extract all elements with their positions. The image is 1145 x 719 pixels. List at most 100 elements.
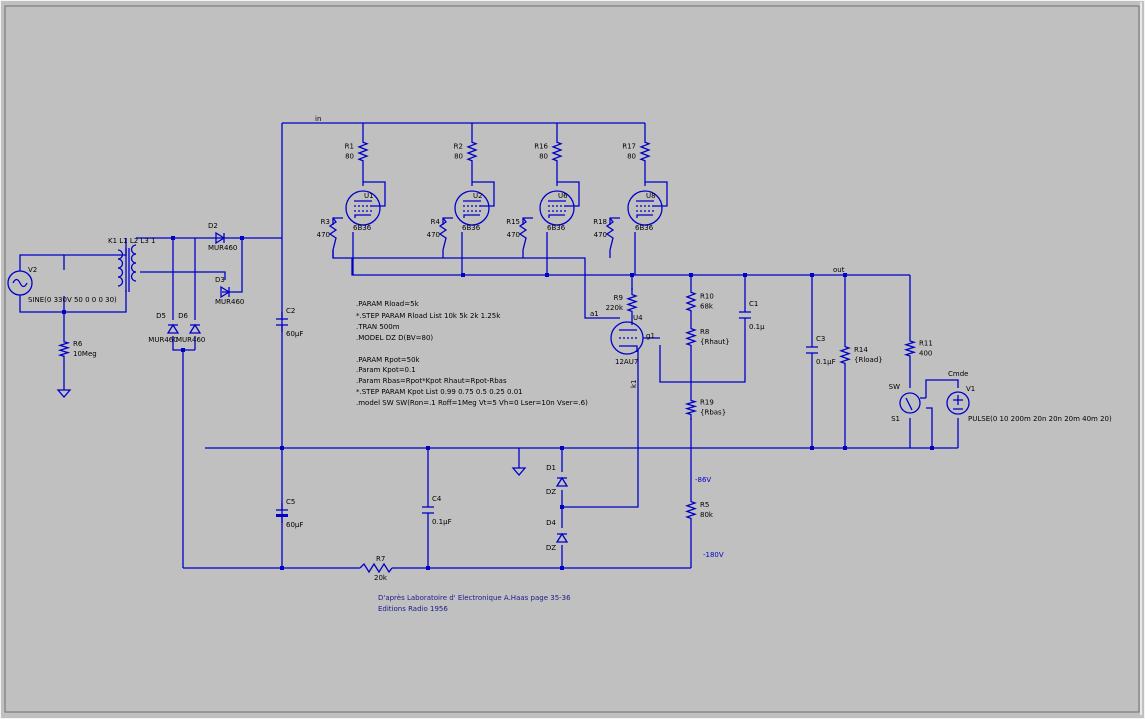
tube-value: 6B36 (462, 224, 481, 232)
resistor-value: 20k (374, 574, 388, 582)
source-name: V1 (966, 385, 975, 393)
tube-value: 6B36 (635, 224, 654, 232)
tube-value: 12AU7 (615, 358, 638, 366)
junction-dot (280, 446, 284, 450)
tube-name: U6 (558, 192, 568, 200)
directive-step-rload[interactable]: *.STEP PARAM Rload List 10k 5k 2k 1.25k (356, 312, 501, 320)
resistor-name: R11 (919, 340, 933, 348)
diode-triangle (188, 323, 202, 334)
resistor-zigzag (684, 395, 698, 420)
resistor-r8[interactable]: R8{Rhaut} (685, 322, 730, 352)
resistor-name: R9 (614, 294, 623, 302)
capacitor-value: 0.1µF (432, 518, 452, 526)
wire (172, 336, 195, 351)
secondary-winding (130, 244, 137, 255)
capacitor-name: C5 (286, 498, 295, 506)
tube-u8[interactable]: U8 6B36 (627, 181, 668, 232)
diode-value: DZ (546, 488, 556, 496)
resistor-name: R16 (534, 143, 548, 151)
net-label-in: in (315, 115, 321, 123)
diode-name: D2 (208, 222, 218, 230)
resistor-zigzag (438, 217, 448, 251)
capacitor-c3[interactable]: C3 0.1µF (806, 335, 836, 366)
spice-directives[interactable]: .PARAM Rload=5k *.STEP PARAM Rload List … (356, 300, 588, 407)
junction-dot (843, 446, 847, 450)
junction-dot (810, 446, 814, 450)
directive-model-sw[interactable]: .model SW SW(Ron=.1 Roff=1Meg Vt=5 Vh=0 … (356, 399, 588, 407)
ground-triangle (56, 389, 72, 398)
junction-dot (461, 273, 465, 277)
diode-value: MUR460 (215, 298, 244, 306)
switch-value: S1 (891, 415, 900, 423)
source-name: V2 (28, 266, 37, 274)
source-body (946, 391, 970, 415)
resistor-name: R18 (593, 218, 607, 226)
tube-value: 6B36 (547, 224, 566, 232)
ground-symbol[interactable] (56, 380, 72, 398)
resistor-value: 80k (700, 511, 714, 519)
capacitor-c4[interactable]: C40.1µF (422, 495, 452, 526)
primary-winding (117, 267, 124, 278)
net-label-180v: -180V (703, 551, 724, 559)
source-lead (19, 254, 64, 271)
tube-u6[interactable]: U6 6B36 (539, 181, 580, 232)
cap-plate-polar (276, 514, 288, 517)
tube-screen-lead (363, 181, 386, 207)
capacitor-c1[interactable]: C10.1µ (739, 300, 765, 331)
resistor-r19[interactable]: R19{Rbas} (684, 395, 726, 420)
tube-name: U8 (646, 192, 656, 200)
capacitor-name: C3 (816, 335, 825, 343)
directive-step-kpot[interactable]: *.STEP PARAM Kpot List 0.99 0.75 0.5 0.2… (356, 388, 523, 396)
directive-param-rpot[interactable]: .PARAM Rpot=50k (356, 356, 421, 364)
capacitor-c5[interactable]: C5 60µF (276, 498, 303, 529)
directive-param-rbas[interactable]: .Param Rbas=Rpot*Kpot Rhaut=Rpot-Rbas (356, 377, 507, 385)
tube-envelope (627, 190, 663, 226)
resistor-value: 80 (539, 153, 548, 161)
resistor-r14[interactable]: R14{Rload} (839, 340, 883, 370)
junction-dot (560, 505, 564, 509)
capacitor-value: 60µF (286, 521, 303, 529)
transformer-k1[interactable]: K1 L1 L2 L3 1 (108, 237, 155, 292)
ground-symbol[interactable] (511, 458, 527, 476)
resistor-value: 10Meg (73, 350, 97, 358)
primary-winding (117, 276, 124, 287)
net-label-a1: a1 (590, 310, 599, 318)
net-label-86v: -86V (695, 476, 711, 484)
ground-triangle (511, 467, 527, 476)
directive-param-rload[interactable]: .PARAM Rload=5k (356, 300, 420, 308)
directive-param-kpot[interactable]: .Param Kpot=0.1 (356, 366, 416, 374)
directive-model-dz[interactable]: .MODEL DZ D(BV=80) (356, 334, 433, 342)
directive-tran[interactable]: .TRAN 500m (356, 323, 400, 331)
resistor-zigzag (903, 335, 917, 362)
resistor-name: R2 (454, 143, 463, 151)
capacitor-value: 0.1µF (816, 358, 836, 366)
